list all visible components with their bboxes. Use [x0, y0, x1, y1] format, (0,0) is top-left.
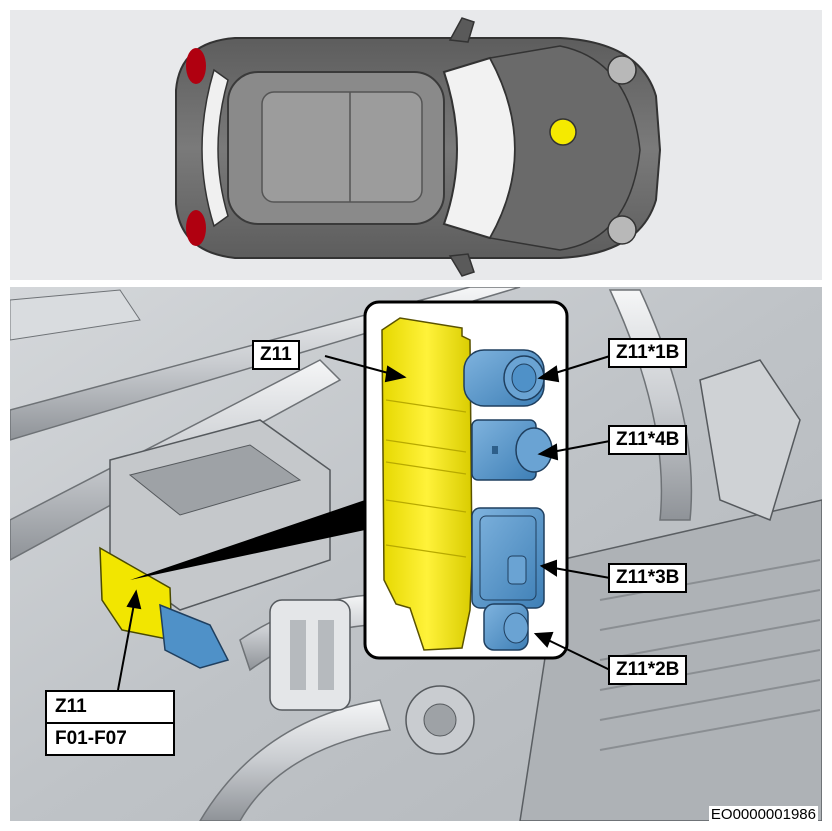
document-id: EO0000001986: [708, 806, 818, 823]
callout-z11-4b: Z11*4B: [608, 425, 688, 455]
callout-z11-fuses-stack: Z11 F01-F07: [45, 690, 175, 756]
connector-3b: [471, 507, 545, 609]
sunroof: [261, 91, 423, 203]
locator-marker: [549, 118, 577, 146]
headlight-right: [607, 215, 637, 245]
z11-module: [381, 317, 473, 651]
mirror-left: [448, 17, 475, 43]
z11-connectors-in-bay: [159, 603, 230, 669]
z11-detail-inset: [363, 300, 569, 660]
callout-z11-detail: Z11: [252, 340, 300, 370]
rear-light-right: [186, 210, 206, 246]
rear-light-left: [186, 48, 206, 84]
callout-z11-bay: Z11: [55, 696, 87, 717]
callout-z11-3b: Z11*3B: [608, 563, 688, 593]
callout-z11-1b: Z11*1B: [608, 338, 688, 368]
headlight-left: [607, 55, 637, 85]
vehicle-top-view-panel: [10, 10, 822, 280]
connector-4b: [471, 419, 553, 481]
callout-z11-2b: Z11*2B: [608, 655, 688, 685]
rear-window: [201, 68, 229, 228]
callout-fuses: F01-F07: [47, 722, 173, 754]
connector-2b: [483, 603, 529, 651]
mirror-right: [448, 253, 475, 277]
leader-lines: [117, 355, 611, 691]
connector-1b: [463, 349, 545, 407]
detail-leader-wedge: [130, 500, 365, 580]
hose-bottom: [199, 699, 391, 821]
